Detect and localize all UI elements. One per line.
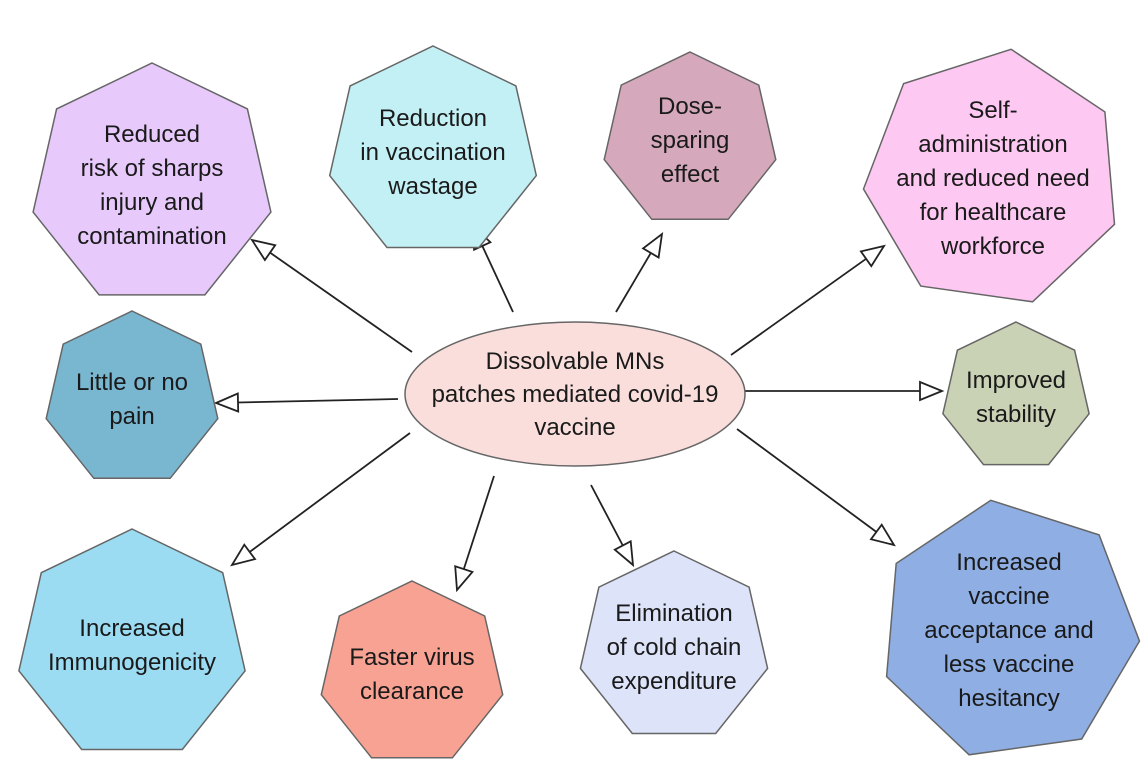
benefit-label-line: risk of sharps [81,155,224,182]
benefit-label-line: Increased [956,549,1061,576]
arrowhead [454,565,474,593]
arrow-line [269,251,413,353]
arrowhead [213,392,240,413]
benefit-label: Reduced risk of sharps injury and contamina… [77,121,226,250]
benefit-label-line: expenditure [611,668,736,695]
benefit-label-line: sparing [651,127,730,154]
arrow-to-stability [744,380,945,402]
arrowhead [859,244,886,268]
benefit-label: Elimination of cold chain expenditure [607,600,742,695]
benefit-label: Improved stability [966,367,1066,428]
arrow-to-acceptance [736,428,896,547]
arrow-line [736,428,877,533]
benefit-label-line: Elimination [615,600,732,627]
heptagon-shape [942,321,1090,466]
heptagon-shape [32,62,272,296]
center-node: Dissolvable MNs patches mediated covid-19… [404,321,746,467]
benefit-label-line: for healthcare [920,199,1067,226]
arrowhead [230,543,257,567]
arrowhead [613,539,635,568]
arrow-line [462,475,495,570]
arrow-line [730,258,867,356]
heptagon-shape [328,45,538,249]
benefit-label-line: acceptance and [924,617,1093,644]
benefit-label: Increased vaccine acceptance and less vacci… [924,549,1093,712]
benefit-label-line: pain [109,403,154,430]
benefit-node-self-administration: Self-administration and reduced need for h… [862,48,1116,303]
heptagon-shape [603,51,777,221]
arrowhead [250,238,277,262]
benefit-label-line: and reduced need [896,165,1090,192]
arrow-to-virus-clearance [454,475,495,593]
connector-layer [213,223,945,593]
arrow-to-immunogenicity [230,432,411,567]
arrow-to-sharps [250,238,413,353]
arrowhead [869,523,896,547]
center-label-line: patches mediated covid-19 [432,381,719,408]
benefit-label: Little or no pain [76,369,188,430]
heptagon-shape [45,310,219,480]
benefit-node-pain: Little or no pain [45,310,219,480]
benefit-label-line: contamination [77,223,226,250]
benefit-label-line: in vaccination [360,139,505,166]
benefit-node-sharps: Reduced risk of sharps injury and contamina… [32,62,272,296]
heptagon-shape [18,528,246,751]
center-ellipse [404,321,746,467]
benefit-label-line: wastage [387,173,477,200]
benefit-label-line: Little or no [76,369,188,396]
benefit-label-line: effect [661,161,720,188]
heptagon-shape [862,48,1116,303]
arrowhead [641,231,664,259]
heptagon-shape [885,499,1141,756]
arrowhead [919,380,945,402]
benefit-label-line: vaccine [968,583,1049,610]
benefit-label-line: hesitancy [958,685,1059,712]
benefit-node-stability: Improved stability [942,321,1090,466]
benefit-label-line: stability [976,401,1056,428]
benefit-label-line: Self- [968,97,1017,124]
benefit-label-line: Improved [966,367,1066,394]
arrow-line [615,252,652,313]
arrow-line [249,432,411,553]
center-label-line: Dissolvable MNs [486,348,665,375]
node-layer: Dissolvable MNs patches mediated covid-19… [18,45,1141,759]
benefit-label-line: administration [918,131,1067,158]
benefit-node-acceptance: Increased vaccine acceptance and less vacci… [885,499,1141,756]
arrow-line [237,398,399,404]
benefit-label-line: Immunogenicity [48,649,216,676]
benefit-node-dose-sparing: Dose-sparing effect [603,51,777,221]
benefit-label-line: clearance [360,678,464,705]
benefit-label-line: Dose- [658,93,722,120]
benefit-label: Reduction in vaccination wastage [360,105,505,200]
benefit-label-line: workforce [940,233,1045,260]
benefit-label-line: Reduction [379,105,487,132]
benefit-label-line: injury and [100,189,204,216]
arrow-line [481,245,514,313]
benefit-label: Dose-sparing effect [651,93,730,188]
benefit-label: Self-administration and reduced need for h… [896,97,1090,260]
arrow-to-self-administration [730,244,886,356]
arrow-to-pain [213,392,399,413]
benefit-label-line: less vaccine [944,651,1075,678]
heptagon-shape [320,580,504,759]
arrow-to-dose-sparing [615,231,664,313]
benefit-label-line: of cold chain [607,634,742,661]
center-label-line: vaccine [534,414,615,441]
benefit-label: Faster virus clearance [349,644,474,705]
benefit-node-cold-chain: Elimination of cold chain expenditure [579,550,769,735]
benefit-node-virus-clearance: Faster virus clearance [320,580,504,759]
benefit-label-line: Faster virus [349,644,474,671]
center-label: Dissolvable MNs patches mediated covid-19… [432,348,719,441]
benefit-node-wastage: Reduction in vaccination wastage [328,45,538,249]
benefit-label-line: Increased [79,615,184,642]
arrow-line [590,484,624,546]
benefit-label-line: Reduced [104,121,200,148]
arrow-to-cold-chain [590,484,635,568]
heptagon-shape [579,550,769,735]
